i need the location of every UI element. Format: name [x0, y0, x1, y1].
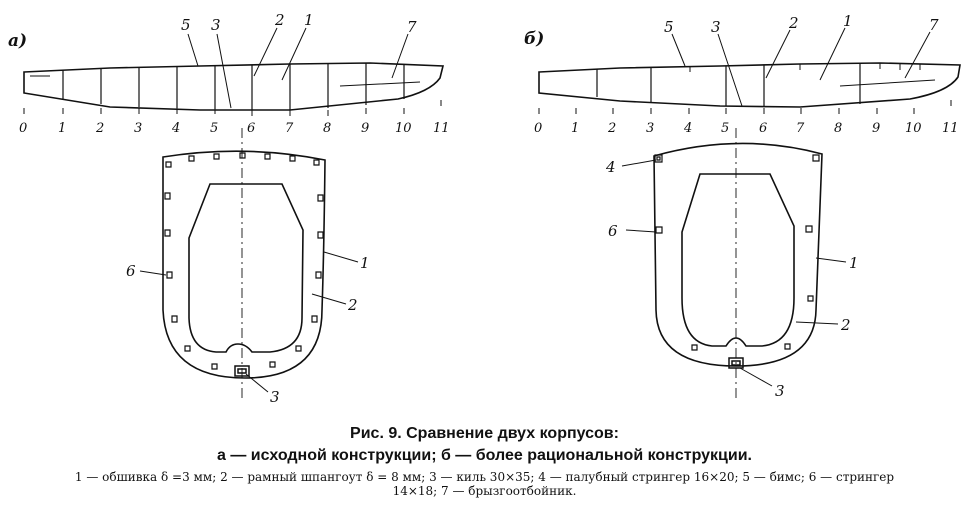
- tick-label: 3: [646, 121, 654, 136]
- tick-label: 4: [683, 121, 692, 136]
- callout-number: 2: [347, 296, 358, 314]
- figure-caption: Рис. 9. Сравнение двух корпусов: а — исх…: [0, 424, 969, 498]
- hull-b-axis-ticks: [538, 100, 952, 114]
- callout-number: 1: [849, 254, 859, 272]
- hull-b-spray-rail: [839, 79, 936, 87]
- hull-b-section: [621, 128, 847, 398]
- callout-number: 6: [126, 262, 136, 280]
- tick-label: 9: [361, 121, 369, 136]
- callout-number: 1: [843, 12, 853, 30]
- panel-b-label: б): [524, 29, 544, 49]
- hull-a-outline: [23, 62, 445, 111]
- hull-b-shell: [653, 142, 823, 367]
- hull-b-leaders: [671, 27, 931, 107]
- hull-b-section-leaders: [621, 159, 847, 387]
- tick-label: 6: [247, 121, 255, 136]
- hull-a-leaders: [187, 27, 409, 109]
- callout-number: 5: [181, 16, 191, 34]
- axis-a-tick-labels: 0 1 2 3 4 5 6 7 8 9 10 11: [19, 121, 450, 136]
- hull-a-section-leaders: [139, 251, 359, 393]
- tick-label: 5: [210, 121, 218, 136]
- hull-b-frame-inner: [681, 173, 795, 347]
- callout-number: 2: [788, 14, 799, 32]
- caption-subtitle: а — исходной конструкции; б — более раци…: [217, 447, 752, 464]
- tick-label: 9: [872, 121, 880, 136]
- panel-a-label: а): [8, 31, 27, 51]
- tick-label: 3: [134, 121, 142, 136]
- panel-labels: а) б): [8, 29, 544, 51]
- tick-label: 4: [171, 121, 180, 136]
- tick-label: 2: [607, 121, 616, 136]
- hull-b-keel: [728, 357, 744, 369]
- tick-label: 7: [796, 121, 805, 136]
- callout-number: 1: [304, 11, 314, 29]
- side-a-callouts: 5 3 2 1 7: [181, 11, 417, 36]
- tick-label: 2: [95, 121, 104, 136]
- tick-label: 8: [834, 121, 842, 136]
- hull-a-keel-marks: [30, 75, 421, 87]
- hull-a-axis-ticks: [23, 100, 442, 116]
- tick-label: 7: [285, 121, 294, 136]
- callout-number: 7: [929, 16, 939, 34]
- axis-b-tick-labels: 0 1 2 3 4 5 6 7 8 9 10 11: [534, 121, 959, 136]
- hull-comparison-drawing: а) б) 0 1 2 3 4 5 6 7 8 9 10 11 0 1 2 3 …: [8, 11, 961, 406]
- callout-number: 5: [664, 18, 674, 36]
- caption-legend: 1 — обшивка δ =3 мм; 2 — рамный шпангоут…: [74, 470, 895, 498]
- tick-label: 11: [433, 121, 450, 136]
- hull-b-outline: [538, 62, 961, 108]
- hull-b-minor-ticks: [689, 63, 921, 72]
- callout-number: 3: [211, 16, 221, 34]
- tick-label: 1: [58, 121, 66, 136]
- hull-b-frames: [596, 63, 861, 107]
- caption-title: Рис. 9. Сравнение двух корпусов:: [350, 425, 619, 442]
- tick-label: 0: [534, 121, 542, 136]
- callout-number: 3: [270, 388, 280, 406]
- tick-label: 10: [905, 121, 922, 136]
- tick-label: 8: [323, 121, 331, 136]
- tick-label: 1: [571, 121, 579, 136]
- hull-a-side-view: [23, 27, 445, 116]
- callout-number: 1: [360, 254, 370, 272]
- hull-a-section: [139, 128, 359, 398]
- hull-a-frame-inner: [188, 183, 304, 353]
- hull-a-shell: [162, 150, 326, 379]
- callout-number: 6: [608, 222, 618, 240]
- callout-number: 7: [407, 18, 417, 36]
- callout-number: 2: [840, 316, 851, 334]
- hull-b-stringers: [654, 154, 820, 351]
- callout-number: 4: [605, 158, 616, 176]
- callout-number: 2: [274, 11, 285, 29]
- hull-a-frames: [62, 63, 405, 110]
- tick-label: 6: [759, 121, 767, 136]
- tick-label: 11: [942, 121, 959, 136]
- hull-a-stringers: [164, 152, 324, 370]
- section-b-callouts: 4 6 1 2 3: [605, 158, 859, 400]
- callout-number: 3: [775, 382, 785, 400]
- hull-b-side-view: [538, 27, 961, 114]
- side-b-callouts: 5 3 2 1 7: [664, 12, 939, 36]
- section-a-callouts: 6 1 2 3: [126, 254, 370, 406]
- tick-label: 0: [19, 121, 27, 136]
- tick-label: 10: [395, 121, 412, 136]
- tick-label: 5: [721, 121, 729, 136]
- callout-number: 3: [711, 18, 721, 36]
